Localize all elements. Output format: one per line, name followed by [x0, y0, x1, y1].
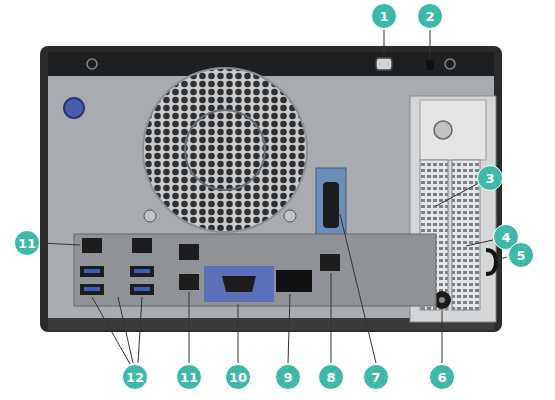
fan-grille — [143, 68, 307, 232]
callout-number: 6 — [429, 364, 455, 390]
callout-number: 8 — [318, 364, 344, 390]
callout-number: 11 — [14, 230, 40, 256]
callout-number: 5 — [508, 242, 534, 268]
callout-number: 2 — [417, 3, 443, 29]
padlock-eye — [376, 58, 392, 70]
callout-number: 12 — [122, 364, 148, 390]
callout-number: 7 — [363, 364, 389, 390]
callout-number: 10 — [225, 364, 251, 390]
security-slot — [426, 60, 434, 70]
callout-number: 1 — [371, 3, 397, 29]
leader-lines — [41, 30, 507, 364]
chassis — [40, 46, 502, 332]
io-panel — [74, 234, 436, 306]
callout-number: 9 — [275, 364, 301, 390]
cable-clip — [486, 250, 496, 274]
callout-number: 3 — [477, 165, 503, 191]
callout-number: 11 — [176, 364, 202, 390]
